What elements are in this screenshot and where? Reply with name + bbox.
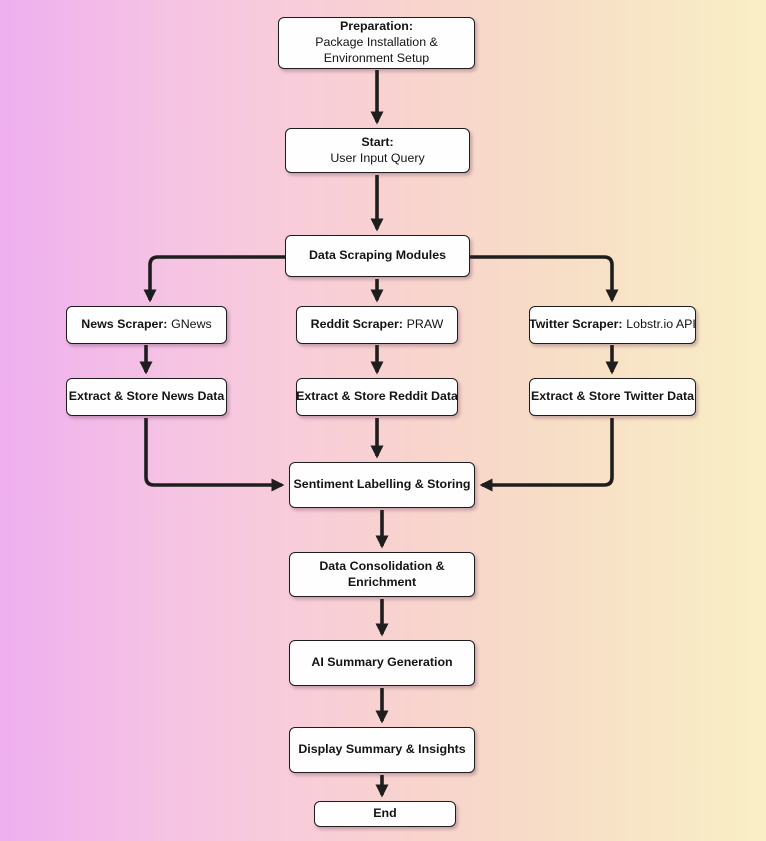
reddit-scraper-detail: PRAW [406, 317, 444, 332]
node-reddit-scraper-label: Reddit Scraper:PRAW [311, 317, 444, 333]
node-data-consolidation: Data Consolidation & Enrichment [289, 552, 475, 597]
node-ai-summary: AI Summary Generation [289, 640, 475, 686]
node-preparation: Preparation: Package Installation & Envi… [278, 17, 475, 69]
node-start-body: User Input Query [330, 150, 425, 165]
news-scraper-detail: GNews [171, 317, 212, 332]
node-preparation-body: Package Installation & Environment Setup [315, 35, 438, 65]
node-end: End [314, 801, 456, 827]
node-extract-news-label: Extract & Store News Data [68, 389, 225, 404]
node-start-title: Start: [361, 134, 394, 149]
arrow-scraping-to-twitter [470, 255, 619, 303]
node-preparation-title: Preparation: [340, 19, 413, 34]
node-extract-reddit-label: Extract & Store Reddit Data [296, 389, 458, 404]
node-display-summary-label: Display Summary & Insights [298, 742, 466, 757]
arrow-extract-news-to-sentiment [144, 418, 285, 492]
node-news-scraper-label: News Scraper:GNews [81, 317, 211, 333]
node-start: Start: User Input Query [285, 128, 470, 173]
node-sentiment-label: Sentiment Labelling & Storing [293, 477, 471, 492]
twitter-scraper-strong: Twitter Scraper: [529, 317, 623, 332]
node-ai-summary-label: AI Summary Generation [311, 655, 453, 670]
node-twitter-scraper-label: Twitter Scraper:Lobstr.io API [529, 317, 696, 333]
node-reddit-scraper: Reddit Scraper:PRAW [296, 306, 458, 344]
node-consolidation-label: Data Consolidation & Enrichment [319, 558, 445, 589]
node-extract-news: Extract & Store News Data [66, 378, 227, 416]
node-news-scraper: News Scraper:GNews [66, 306, 227, 344]
node-extract-reddit: Extract & Store Reddit Data [296, 378, 458, 416]
node-data-scraping-label: Data Scraping Modules [308, 248, 446, 263]
node-data-scraping-modules: Data Scraping Modules [285, 235, 470, 277]
arrow-extract-twitter-to-sentiment [479, 418, 614, 492]
reddit-scraper-strong: Reddit Scraper: [310, 317, 403, 332]
node-end-label: End [373, 806, 397, 821]
node-sentiment-labelling: Sentiment Labelling & Storing [289, 462, 475, 508]
arrow-scraping-to-news [143, 255, 285, 303]
node-extract-twitter: Extract & Store Twitter Data [529, 378, 696, 416]
node-twitter-scraper: Twitter Scraper:Lobstr.io API [529, 306, 696, 344]
news-scraper-strong: News Scraper: [81, 317, 168, 332]
node-extract-twitter-label: Extract & Store Twitter Data [531, 389, 694, 404]
twitter-scraper-detail: Lobstr.io API [626, 317, 696, 332]
node-display-summary: Display Summary & Insights [289, 727, 475, 773]
